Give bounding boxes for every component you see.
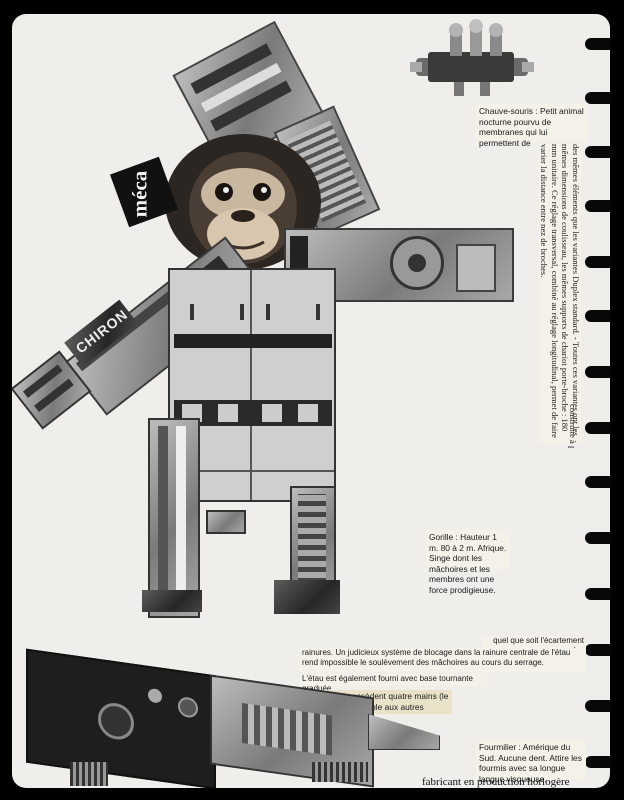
binder-hole xyxy=(585,700,610,712)
left-leg-machine xyxy=(148,418,200,618)
binder-hole xyxy=(585,92,610,104)
anteater-leg xyxy=(70,762,108,786)
collage-page: Chauve-souris : Petit animal nocturne po… xyxy=(12,14,610,788)
binder-hole xyxy=(585,256,610,268)
rotated-text-2-box: construite à partir xyxy=(564,404,578,448)
binder-hole xyxy=(585,476,610,488)
binder-hole xyxy=(585,146,610,158)
bat-caption: Chauve-souris : Petit animal nocturne po… xyxy=(476,104,588,148)
anteater-control-panel xyxy=(26,648,216,788)
binder-hole xyxy=(585,38,610,50)
anteater-leg xyxy=(312,762,368,782)
binder-hole xyxy=(585,588,610,600)
anteater-caption: Fourmilier : Amérique du Sud. Aucune den… xyxy=(476,740,586,784)
bottom-caption: fabricant en production horlogère xyxy=(422,776,570,788)
chimpanzee-head-image xyxy=(165,134,321,270)
binder-hole xyxy=(585,200,610,212)
valve-block-image xyxy=(410,19,534,96)
small-block-part xyxy=(206,510,246,534)
meca-label: méca xyxy=(127,170,152,218)
right-foot xyxy=(274,580,340,614)
vise-text-3: L'étau est également fourni avec base to… xyxy=(300,674,486,693)
left-foot xyxy=(142,590,202,612)
binder-hole xyxy=(585,756,610,768)
rotated-text: des mêmes éléments que les variantes Dup… xyxy=(539,144,581,438)
vise-text-1: quel que soit l'écartement des xyxy=(482,636,586,655)
rotated-text-2: construite à partir xyxy=(568,404,578,448)
binder-hole xyxy=(585,366,610,378)
anteater-snout xyxy=(368,714,440,750)
binder-hole xyxy=(585,422,610,434)
binder-hole xyxy=(585,532,610,544)
gorilla-caption: Gorille : Hauteur 1 m. 80 à 2 m. Afrique… xyxy=(426,530,510,595)
binder-hole xyxy=(585,310,610,322)
vise-text-2: rainures. Un judicieux système de blocag… xyxy=(300,648,586,672)
binder-hole xyxy=(585,644,610,656)
